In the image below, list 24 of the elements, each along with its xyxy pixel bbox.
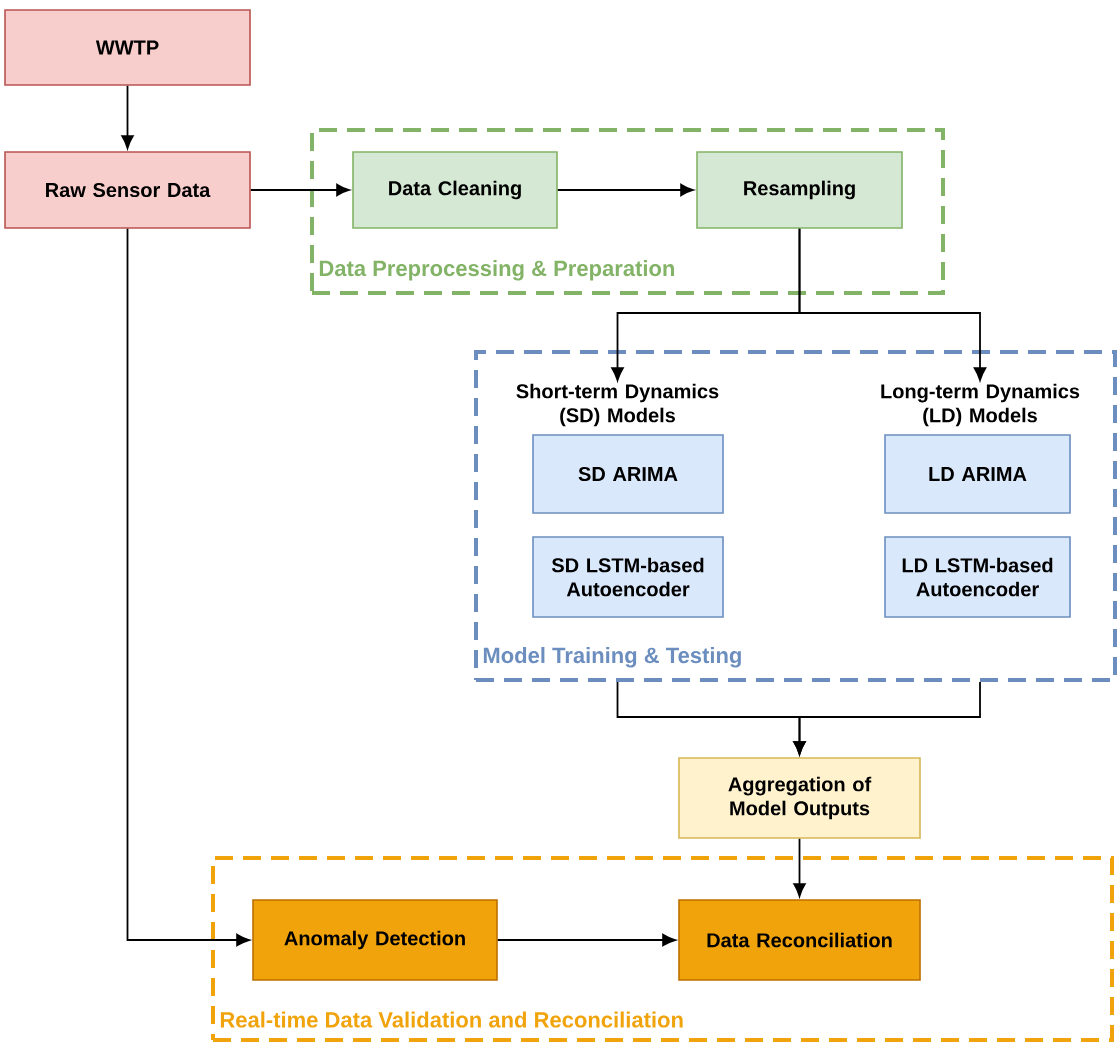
arrow <box>496 933 676 947</box>
group-label: Model Training & Testing <box>483 647 741 668</box>
process-box: WWTP <box>4 9 251 86</box>
arrow <box>798 227 987 381</box>
arrow <box>556 183 694 197</box>
arrow <box>793 837 806 897</box>
process-box: SD ARIMA <box>532 434 724 514</box>
column-heading: Long-term Dynamics (LD) Models <box>881 383 1080 427</box>
process-box: Data Cleaning <box>352 151 558 229</box>
process-box: LD ARIMA <box>884 434 1071 514</box>
group-label: Data Preprocessing & Preparation <box>319 260 674 281</box>
process-box: Data Reconciliation <box>678 899 921 981</box>
arrow <box>121 84 134 149</box>
column-heading: Short-term Dynamics (SD) Models <box>516 383 719 427</box>
arrow <box>126 227 250 947</box>
process-box: Aggregation of Model Outputs <box>678 757 921 839</box>
group-label: Real-time Data Validation and Reconciliation <box>220 1011 683 1028</box>
process-box: Raw Sensor Data <box>4 151 251 229</box>
process-box: Resampling <box>696 151 903 229</box>
process-box: SD LSTM-based Autoencoder <box>532 536 724 618</box>
arrow <box>793 681 981 755</box>
process-box: LD LSTM-based Autoencoder <box>884 536 1071 618</box>
arrow <box>249 183 350 197</box>
process-box: Anomaly Detection <box>252 899 498 981</box>
